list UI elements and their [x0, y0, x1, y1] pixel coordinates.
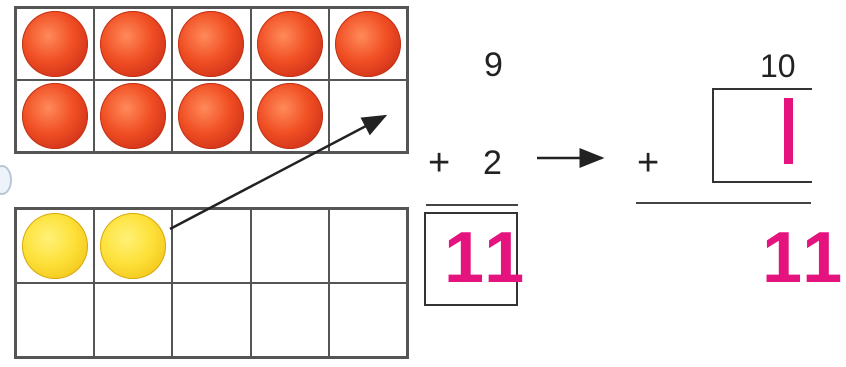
left-addend-top: 9 [484, 46, 503, 84]
right-plus-sign: + [637, 142, 660, 184]
ten-frame-cell [250, 80, 329, 152]
right-sum-rule [636, 202, 811, 204]
right-answer: 11 [762, 218, 846, 298]
ten-frame-cell [94, 283, 173, 357]
red-counter [22, 11, 89, 77]
ten-frame-cell [94, 8, 173, 80]
left-plus-sign: + [428, 142, 451, 184]
right-input-box [712, 88, 812, 183]
red-counter [22, 83, 89, 149]
ten-frame-cell [328, 80, 407, 152]
ten-frame-cell [172, 80, 251, 152]
ten-frame-cell [328, 8, 407, 80]
ten-frame-cell [16, 209, 95, 283]
ten-frame-cell [328, 283, 407, 357]
yellow-counter [100, 213, 167, 279]
left-answer: 11 [444, 218, 529, 298]
red-counter [256, 11, 323, 77]
ten-frame-cell [94, 80, 173, 152]
ten-frame-cell [172, 283, 251, 357]
red-counter [178, 11, 245, 77]
yellow-counter [22, 213, 89, 279]
ten-frame-cell [250, 209, 329, 283]
red-counter [100, 11, 167, 77]
red-counter [178, 83, 245, 149]
right-addend-top: 10 [760, 48, 796, 84]
left-sum-rule [426, 204, 518, 206]
ten-frame-cell [172, 209, 251, 283]
red-counter [334, 11, 401, 77]
ten-frame-cell [250, 283, 329, 357]
ten-frame-cell [16, 80, 95, 152]
partial-cloud-icon [0, 165, 12, 195]
red-counter [100, 83, 167, 149]
ten-frame-cell [16, 8, 95, 80]
left-answer-box: 11 [424, 212, 524, 306]
ten-frame-cell [172, 8, 251, 80]
ten-frame-cell [328, 209, 407, 283]
ten-frame-cell [16, 283, 95, 357]
right-written-one [784, 98, 793, 164]
ten-frame-cell [94, 209, 173, 283]
ten-frame-top [14, 6, 409, 154]
ten-frame-cell [250, 8, 329, 80]
left-addend-bottom: 2 [483, 144, 502, 182]
red-counter [256, 83, 323, 149]
ten-frame-bottom [14, 207, 409, 359]
